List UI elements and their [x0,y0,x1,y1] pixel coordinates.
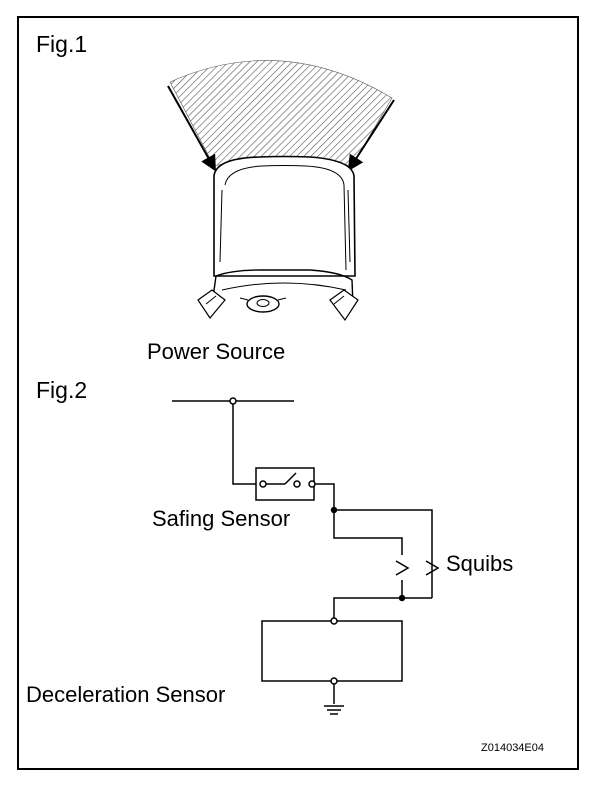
safing-switch [284,472,297,485]
squib-right [425,560,440,576]
fig2-label: Fig.2 [36,377,88,403]
seat-back [213,155,356,277]
deceleration-sensor-label: Deceleration Sensor [26,682,226,707]
fig1-label: Fig.1 [36,31,88,57]
airbag-circuit [172,397,440,715]
figure-code: Z014034E04 [481,742,544,754]
airbag-deployment-illustration [167,60,395,322]
deceleration-sensor-box [261,620,403,682]
figure-frame [17,16,579,770]
power-source-caption: Power Source [147,339,286,364]
squib-left [395,560,410,576]
squibs-label: Squibs [446,551,514,576]
safing-sensor-label: Safing Sensor [152,506,291,531]
left-arrow [167,85,216,172]
right-arrow [347,99,395,172]
